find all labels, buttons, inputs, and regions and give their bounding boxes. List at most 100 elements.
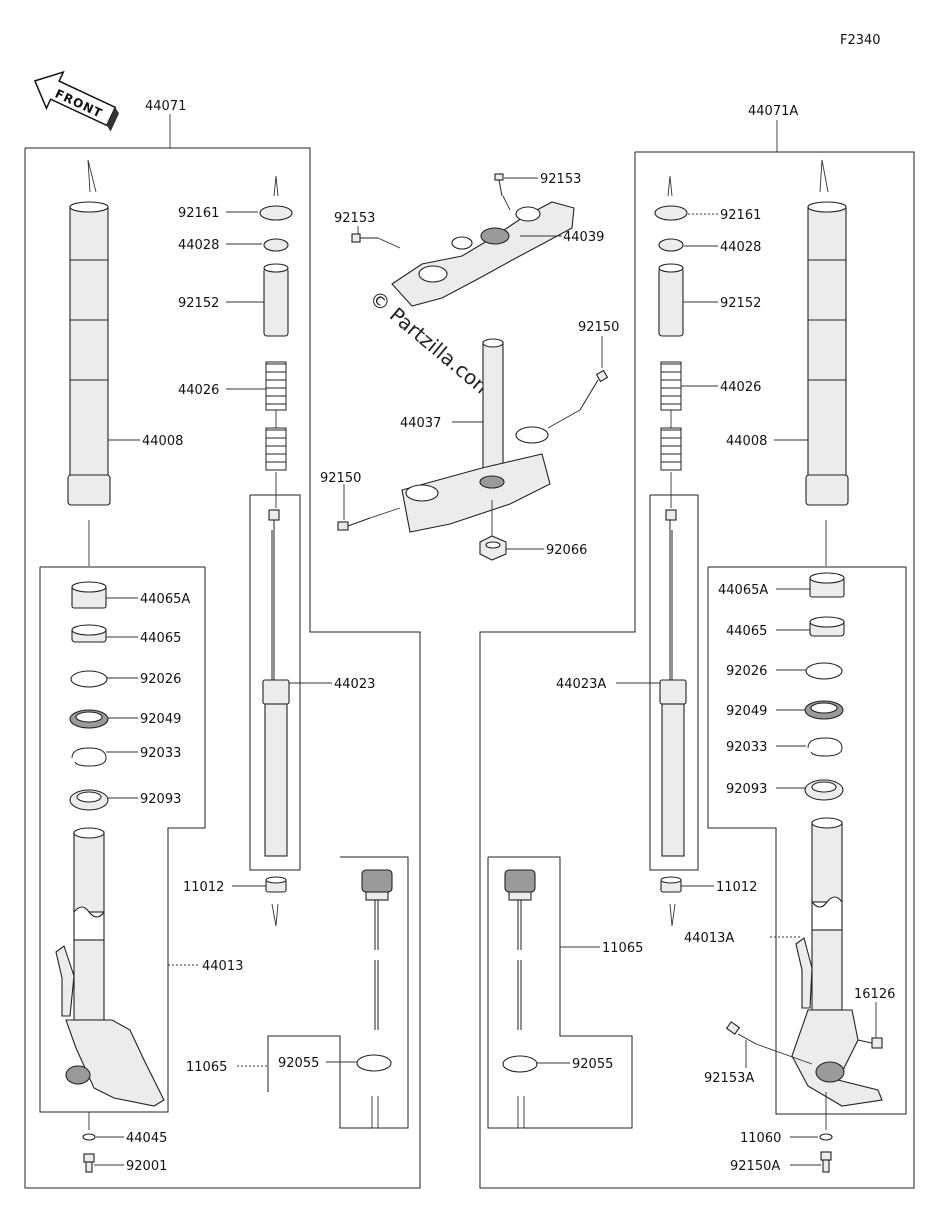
watermark: © Partzilla.com <box>365 285 499 403</box>
label-92093-right: 92093 <box>726 782 767 797</box>
label-44013-left: 44013 <box>202 959 243 974</box>
label-44013A-right: 44013A <box>684 931 734 946</box>
collar-92152-right <box>658 263 684 337</box>
o-ring-92055-right <box>502 1055 538 1073</box>
label-44065A-left: 44065A <box>140 592 190 607</box>
dust-seal-92093-right <box>804 779 844 801</box>
label-92093-left: 92093 <box>140 792 181 807</box>
label-92033-left: 92033 <box>140 746 181 761</box>
bushing-44065A-left <box>71 581 107 609</box>
sensor-16126-right <box>857 1037 883 1049</box>
inner-tube-44013-left <box>55 827 165 1107</box>
label-44008-right: 44008 <box>726 434 767 449</box>
inner-tube-44013A-right <box>791 817 883 1107</box>
cartridge-group-outline-right <box>487 856 633 1129</box>
lower-group-outline-right <box>707 566 907 1115</box>
lower-group-outline-left <box>39 566 206 1113</box>
bolt-92150-upper <box>547 369 609 429</box>
label-44008-left: 44008 <box>142 434 183 449</box>
label-44026-left: 44026 <box>178 383 219 398</box>
bushing-44028-left <box>263 238 289 252</box>
bolt-92150-lower <box>337 507 401 531</box>
oil-seal-92049-left <box>69 709 109 729</box>
label-92026-left: 92026 <box>140 672 181 687</box>
figure-code: F2340 <box>840 33 881 48</box>
bolt-92153A-right <box>725 1021 813 1065</box>
dust-seal-92093-left <box>69 789 109 811</box>
outer-tube-right <box>805 159 849 566</box>
damper-rod-44023A-right <box>659 509 687 857</box>
stem-44037 <box>401 338 551 533</box>
bolt-92153-top <box>494 173 511 211</box>
damper-group-outline-right <box>649 494 699 871</box>
o-ring-92055-left <box>356 1054 392 1072</box>
seal-92161-right <box>654 205 688 221</box>
label-92153-top: 92153 <box>540 172 581 187</box>
circlip-92033-left <box>71 747 107 767</box>
bushing-44065-left <box>71 624 107 643</box>
assembly-outline-left <box>24 147 421 1189</box>
damper-rod-44023-left <box>262 509 290 857</box>
spring-44026-right <box>660 361 682 471</box>
cartridge-11065-right <box>504 869 536 1030</box>
circlip-92033-right <box>807 737 843 757</box>
front-arrow-icon: FRONT <box>33 70 120 132</box>
label-16126-right: 16126 <box>854 987 895 1002</box>
nut-92066 <box>479 535 507 561</box>
bolt-92001-left <box>83 1153 95 1173</box>
label-11012-left: 11012 <box>183 880 224 895</box>
label-92055-left: 92055 <box>278 1056 319 1071</box>
washer-92026-right <box>805 662 843 680</box>
label-92049-right: 92049 <box>726 704 767 719</box>
cartridge-11065-left <box>361 869 393 1030</box>
washer-11060-right <box>819 1133 833 1141</box>
label-92055-right: 92055 <box>572 1057 613 1072</box>
label-92153-left: 92153 <box>334 211 375 226</box>
collar-11012-right <box>660 876 682 893</box>
label-44037: 44037 <box>400 416 441 431</box>
collar-11012-left <box>265 876 287 893</box>
upper-bracket-44039 <box>391 201 575 307</box>
bolt-92153-left <box>351 233 401 249</box>
label-92033-right: 92033 <box>726 740 767 755</box>
label-92150A-right: 92150A <box>730 1159 780 1174</box>
outer-tube-left <box>67 159 111 566</box>
label-11060-right: 11060 <box>740 1131 781 1146</box>
cartridge-group-outline-left <box>267 856 409 1129</box>
label-44026-right: 44026 <box>720 380 761 395</box>
label-92049-left: 92049 <box>140 712 181 727</box>
label-44023A-right: 44023A <box>556 677 606 692</box>
label-44028-right: 44028 <box>720 240 761 255</box>
label-44045-left: 44045 <box>126 1131 167 1146</box>
label-44039: 44039 <box>563 230 604 245</box>
label-92001-left: 92001 <box>126 1159 167 1174</box>
label-92153A-right: 92153A <box>704 1071 754 1086</box>
assembly-outline-right <box>479 151 915 1189</box>
label-92150-lower: 92150 <box>320 471 361 486</box>
label-92152-left: 92152 <box>178 296 219 311</box>
label-92066: 92066 <box>546 543 587 558</box>
label-11065-right: 11065 <box>602 941 643 956</box>
label-44065A-right: 44065A <box>718 583 768 598</box>
washer-44045-left <box>82 1133 96 1141</box>
washer-92026-left <box>70 670 108 688</box>
label-92161-right: 92161 <box>720 208 761 223</box>
label-44028-left: 44028 <box>178 238 219 253</box>
damper-group-outline-left <box>249 494 301 871</box>
bushing-44028-right <box>658 238 684 252</box>
label-92161-left: 92161 <box>178 206 219 221</box>
label-44023-left: 44023 <box>334 677 375 692</box>
spring-44026-left <box>265 361 287 471</box>
bushing-44065A-right <box>809 572 845 598</box>
label-92026-right: 92026 <box>726 664 767 679</box>
assembly-label-right: 44071A <box>748 104 798 119</box>
collar-92152-left <box>263 263 289 337</box>
label-44065-right: 44065 <box>726 624 767 639</box>
label-92150-upper: 92150 <box>578 320 619 335</box>
label-11065-left: 11065 <box>186 1060 227 1075</box>
oil-seal-92049-right <box>804 700 844 720</box>
assembly-label-left: 44071 <box>145 99 186 114</box>
label-92152-right: 92152 <box>720 296 761 311</box>
bushing-44065-right <box>809 616 845 637</box>
